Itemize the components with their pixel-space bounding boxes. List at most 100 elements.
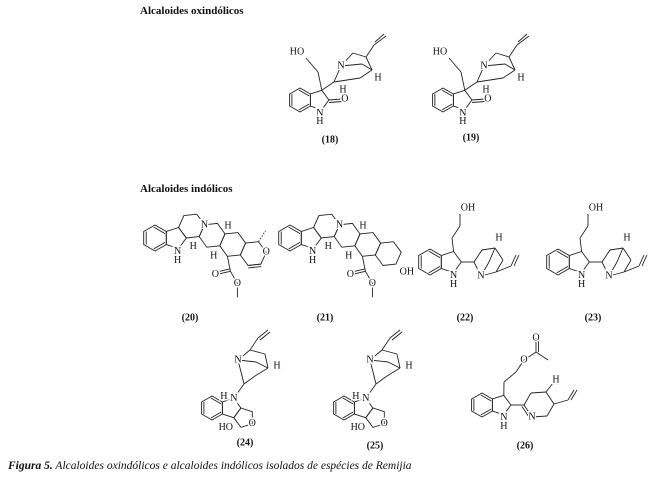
bond [381,349,398,355]
bond [451,237,455,252]
bond [508,44,518,58]
bond [546,403,555,417]
bond [488,247,496,263]
bond [495,265,512,273]
atom-label: O [263,247,270,258]
bond [570,389,578,401]
bond [329,101,343,103]
bond [386,367,401,377]
compound-number: (25) [367,441,384,452]
bond [476,77,504,83]
bond [508,56,516,71]
bond [248,266,262,269]
atom-label: N [230,393,237,404]
bond [516,35,530,46]
heading-oxindole-alkaloids: Alcaloides oxindólicos [140,5,244,17]
bond [258,230,266,242]
bond [396,353,401,369]
bond [473,249,483,263]
bond [333,65,342,83]
ring [143,224,167,252]
atom-label: H [482,85,489,96]
bond [298,89,310,97]
ring [568,250,590,274]
atom-label: N [500,412,507,423]
atom-label: H [224,220,231,231]
atom-label: N [337,61,344,72]
bond [553,399,569,405]
bond [305,57,319,73]
bond [521,406,531,419]
atom-label: H [495,233,502,244]
atom-label: N [450,270,457,281]
atom-label: N [174,246,181,257]
atom-label: H [345,250,352,261]
bond [616,247,624,263]
ring [309,89,330,111]
bond [601,249,611,263]
bond [503,371,517,383]
bond [608,261,618,277]
atom-label: O [369,278,376,289]
ring [278,224,302,252]
compound-number: (18) [322,135,339,146]
bond [247,263,261,266]
atom-label: H [352,391,359,402]
atom-label: N [336,219,343,230]
bond [233,383,245,399]
bond [523,404,533,418]
bond [317,71,323,91]
bond [361,256,366,272]
bond [451,225,461,239]
ring [374,241,402,266]
bond [369,359,377,385]
bond [579,237,583,252]
atom-label: H [273,361,280,372]
ring [353,397,374,419]
atom-label: O [532,333,539,344]
atom-label: N [477,271,484,282]
atom-label: H [374,73,381,84]
bond [481,247,496,251]
bond [515,359,525,373]
atom-label: OH [400,267,414,278]
bond [381,337,391,351]
bond [153,226,166,235]
atom-label: N [309,246,316,257]
bond [340,52,354,67]
bond [601,261,610,277]
bond [530,391,547,394]
compound-number: (23) [585,313,602,324]
bond [472,101,486,103]
bond [531,415,548,418]
bond [556,265,569,274]
bond [502,69,516,79]
atom-label: H [316,116,323,127]
bond [510,254,517,267]
ring [546,248,570,276]
atom-label: N [201,219,208,230]
bond [579,225,589,239]
bond [374,33,385,43]
atom-label: H [210,250,217,261]
bond [494,247,504,261]
bond [249,349,266,355]
atom-label: O [484,94,491,105]
compound-number: (21) [317,313,334,324]
atom-label: N [480,61,487,72]
atom-label: N [459,108,466,119]
ring [221,397,242,419]
bond [375,375,388,385]
bond [351,268,365,273]
bond [480,394,492,402]
bond [460,71,466,91]
atom-label: HO [433,47,447,58]
bond [210,397,222,405]
bond [249,337,259,351]
bond [217,270,231,275]
atom-label: H [174,255,181,266]
bond [226,256,231,272]
bond [259,331,271,341]
atom-label: H [552,375,559,386]
